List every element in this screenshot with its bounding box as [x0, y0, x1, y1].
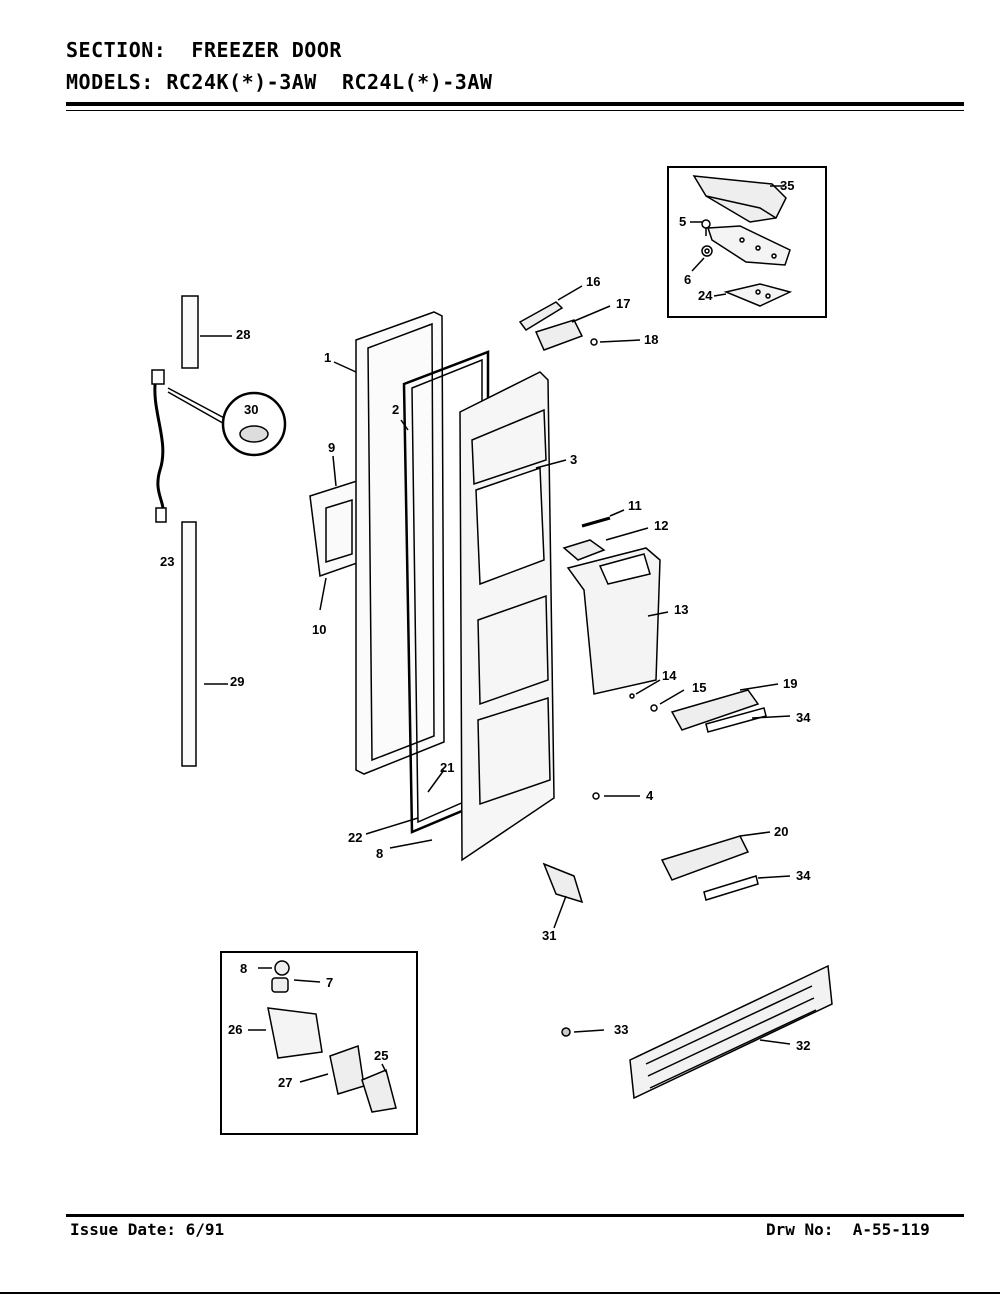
model-number-2: RC24L(*)-3AW — [341, 70, 493, 94]
header-rule-thin — [66, 110, 964, 111]
callout-28: 28 — [236, 327, 250, 342]
callout-8-main: 8 — [376, 846, 383, 861]
spring-bracket-part-25 — [361, 1068, 397, 1113]
cap-part-8 — [274, 960, 290, 976]
callout-15: 15 — [692, 680, 706, 695]
callout-14: 14 — [662, 668, 677, 683]
dispenser-chute-part-13 — [566, 547, 661, 695]
screw-part-4 — [592, 792, 600, 800]
door-liner-part-3 — [459, 371, 555, 862]
issue-date-value: 6/91 — [185, 1220, 225, 1239]
bottom-page-rule — [0, 1292, 1000, 1294]
callout-3: 3 — [570, 452, 577, 467]
section-heading: SECTION: FREEZER DOOR — [66, 38, 342, 62]
latch-part-16 — [518, 301, 564, 331]
callout-18: 18 — [644, 332, 658, 347]
callout-12: 12 — [654, 518, 668, 533]
callout-8-inset: 8 — [240, 961, 247, 976]
callout-29: 29 — [230, 674, 244, 689]
callout-22: 22 — [348, 830, 362, 845]
callout-16: 16 — [586, 274, 600, 289]
callout-19: 19 — [783, 676, 797, 691]
callout-9: 9 — [328, 440, 335, 455]
screw-part-5 — [701, 219, 711, 236]
wire-harness-part-23 — [153, 375, 165, 521]
cam-inset-frame — [220, 951, 418, 1135]
lower-trim-strip-part-29 — [181, 521, 197, 767]
cup-part-12 — [562, 539, 606, 561]
drawing-number-label: Drw No: — [766, 1220, 834, 1239]
trim-strip-part-34-lower — [703, 875, 759, 901]
hinge-bracket-part — [706, 225, 791, 266]
bracket-part-31 — [542, 862, 584, 904]
header-rule-thick — [66, 102, 964, 106]
callout-23: 23 — [160, 554, 174, 569]
bucket-shelf-part-20 — [660, 835, 750, 881]
callout-34-upper: 34 — [796, 710, 811, 725]
callout-26: 26 — [228, 1022, 242, 1037]
hinge-shim-part-24 — [723, 283, 793, 307]
callout-2: 2 — [392, 402, 399, 417]
screw-part-14 — [629, 693, 635, 699]
cam-part-7 — [271, 977, 289, 993]
hinge-inset-frame — [667, 166, 827, 318]
callout-21: 21 — [440, 760, 454, 775]
issue-date-label: Issue Date: — [70, 1220, 176, 1239]
door-outer-panel-part-1 — [355, 311, 445, 775]
bucket-shelf-part-19 — [670, 689, 760, 731]
callout-32: 32 — [796, 1038, 810, 1053]
callout-31: 31 — [542, 928, 556, 943]
washer-part-6 — [701, 245, 713, 257]
issue-date: Issue Date: 6/91 — [70, 1220, 224, 1239]
callout-7: 7 — [326, 975, 333, 990]
screw-part-15 — [650, 704, 658, 712]
drawing-number-value: A-55-119 — [852, 1220, 930, 1239]
callout-10: 10 — [312, 622, 326, 637]
bracket-part-26 — [267, 1007, 323, 1059]
callout-1: 1 — [324, 350, 331, 365]
spring-part-11 — [581, 516, 611, 528]
trim-strip-part-34 — [705, 707, 767, 733]
callout-11: 11 — [628, 498, 642, 513]
drawing-number: Drw No: A-55-119 — [766, 1220, 930, 1239]
screw-part-33 — [561, 1027, 571, 1037]
magnified-detail-circle-30 — [221, 391, 287, 457]
callout-27: 27 — [278, 1075, 292, 1090]
callout-4: 4 — [646, 788, 654, 803]
callout-30: 30 — [244, 402, 258, 417]
callout-25: 25 — [374, 1048, 388, 1063]
callout-13: 13 — [674, 602, 688, 617]
callout-20: 20 — [774, 824, 788, 839]
callout-17: 17 — [616, 296, 630, 311]
hinge-cover-part-35 — [692, 175, 787, 223]
latch-housing-part-17 — [534, 319, 584, 351]
upper-trim-strip-part-28 — [181, 295, 199, 369]
screw-part-18 — [590, 338, 598, 346]
section-label: SECTION: — [66, 38, 167, 62]
plate-part-27 — [329, 1044, 365, 1095]
callout-33: 33 — [614, 1022, 628, 1037]
kick-plate-grille-part-32 — [629, 964, 833, 1100]
callout-34-lower: 34 — [796, 868, 811, 883]
section-value: FREEZER DOOR — [191, 38, 342, 62]
models-label: MODELS: — [66, 70, 154, 94]
model-number-1: RC24K(*)-3AW — [166, 70, 317, 94]
footer-rule-thick — [66, 1214, 964, 1217]
callout-35: 35 — [780, 178, 794, 193]
callout-24: 24 — [698, 288, 713, 303]
callout-5: 5 — [679, 214, 686, 229]
callout-6: 6 — [684, 272, 691, 287]
models-heading: MODELS: RC24K(*)-3AW RC24L(*)-3AW — [66, 70, 492, 94]
